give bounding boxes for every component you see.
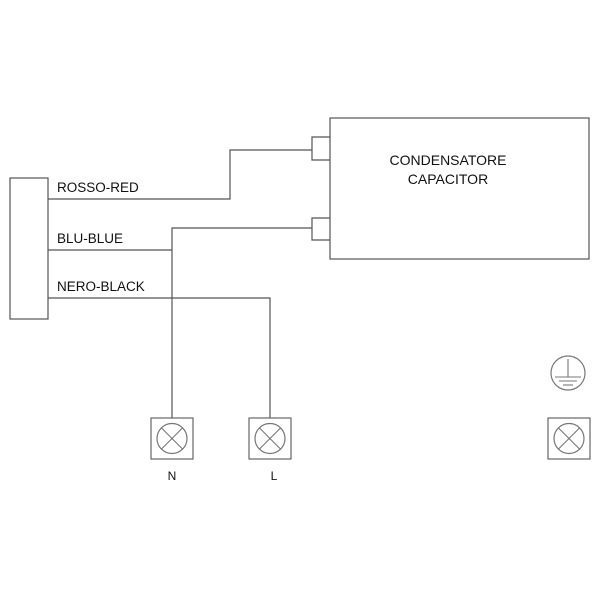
- wire-blue: [48, 227, 312, 251]
- ground-icon: [550, 355, 586, 391]
- terminal-neutral-label: N: [168, 469, 177, 483]
- terminal-neutral: [150, 417, 194, 460]
- label-blue-wire: BLU-BLUE: [57, 231, 123, 246]
- wire-red: [48, 149, 312, 200]
- wire-black: [48, 297, 271, 418]
- label-black-wire: NERO-BLACK: [57, 279, 145, 294]
- terminal-line: [248, 417, 292, 460]
- capacitor-label-it: CONDENSATORE: [390, 152, 507, 168]
- label-red-wire: ROSSO-RED: [57, 180, 139, 195]
- motor-connector-block: [9, 177, 49, 320]
- terminal-ground: [547, 417, 591, 460]
- capacitor-terminal-lower: [311, 217, 330, 241]
- capacitor-label-en: CAPACITOR: [408, 171, 488, 187]
- capacitor-terminal-upper: [311, 136, 330, 161]
- capacitor-body: [329, 117, 590, 260]
- terminal-line-label: L: [271, 469, 278, 483]
